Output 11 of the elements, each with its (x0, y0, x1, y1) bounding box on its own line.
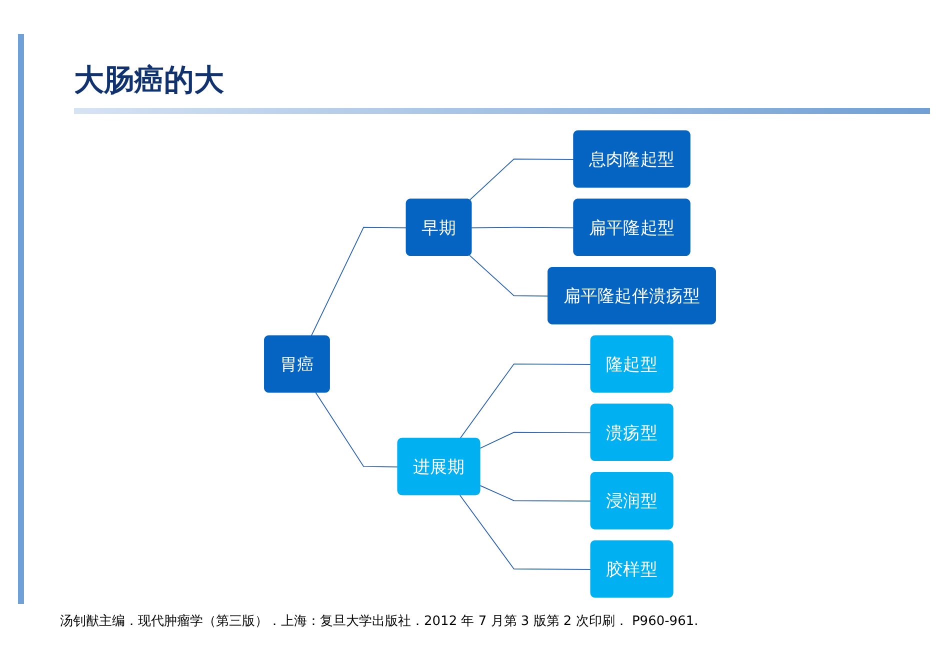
slide-title: 大肠癌的大 (74, 62, 224, 100)
connector (459, 364, 592, 440)
citation: 汤钊猷主编．现代肿瘤学（第三版）．上海：复旦大学出版社．2012 年 7 月第 3 版第 2 次印刷． P960-961. (60, 613, 698, 630)
connector (471, 226, 575, 228)
connector (459, 494, 592, 570)
connector (480, 485, 592, 502)
connector (469, 158, 575, 201)
connector (310, 226, 408, 337)
connector (315, 392, 399, 468)
connector (469, 254, 549, 297)
connector (480, 432, 592, 449)
